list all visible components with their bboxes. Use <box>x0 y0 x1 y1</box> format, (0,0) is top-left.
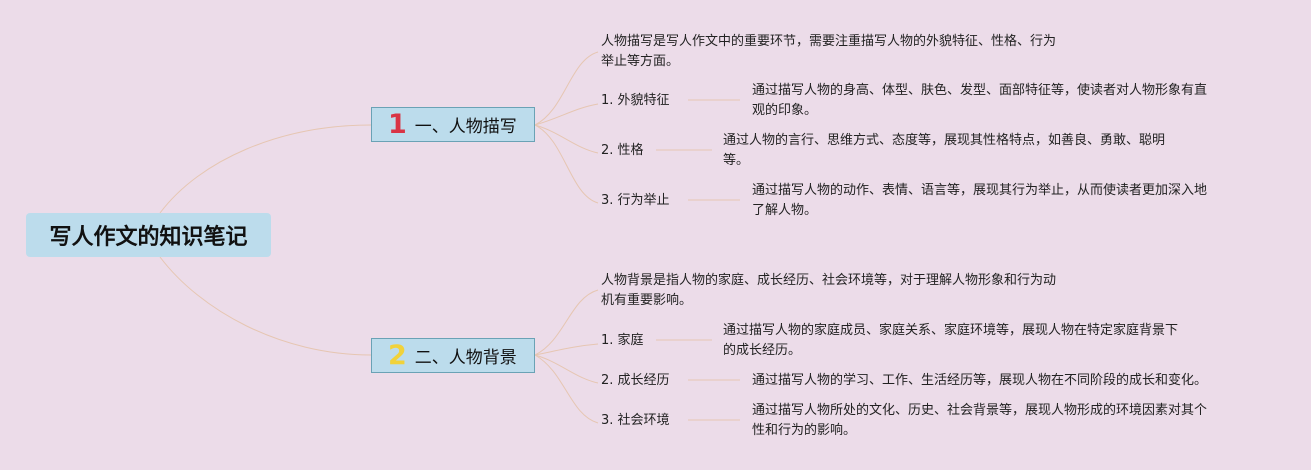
link-b2-item3 <box>534 354 599 424</box>
branch1-summary: 人物描写是写人作文中的重要环节，需要注重描写人物的外貌特征、性格、行为 举止等方… <box>601 34 1057 69</box>
branch2-item2-detail: 通过描写人物的学习、工作、生活经历等，展现人物在不同阶段的成长和变化。 <box>752 373 1208 388</box>
link-root-branch2 <box>159 256 372 356</box>
branch1-item3-label: 3. 行为举止 <box>601 193 670 208</box>
link-b1-item1 <box>534 103 599 126</box>
branch1-item1-label: 1. 外貌特征 <box>601 93 670 108</box>
branch1-item2-label: 2. 性格 <box>601 143 644 158</box>
branch-number-1: 1 <box>388 109 407 140</box>
branch2-item1-detail: 通过描写人物的家庭成员、家庭关系、家庭环境等，展现人物在特定家庭背景下 的成长经… <box>723 323 1179 358</box>
link-b1-item2 <box>534 124 599 154</box>
branch1-item1-detail: 通过描写人物的身高、体型、肤色、发型、面部特征等，使读者对人物形象有直 观的印象… <box>752 83 1208 118</box>
branch2-summary: 人物背景是指人物的家庭、成长经历、社会环境等，对于理解人物形象和行为动 机有重要… <box>601 273 1057 308</box>
branch-node-1[interactable]: 1 一、人物描写 <box>371 107 535 142</box>
branch2-item3-detail: 通过描写人物所处的文化、历史、社会背景等，展现人物形成的环境因素对其个 性和行为… <box>752 403 1208 438</box>
branch1-item3-detail: 通过描写人物的动作、表情、语言等，展现其行为举止，从而使读者更加深入地 了解人物… <box>752 183 1208 218</box>
branch2-item1-label: 1. 家庭 <box>601 333 644 348</box>
branch1-item2-detail: 通过人物的言行、思维方式、态度等，展现其性格特点，如善良、勇敢、聪明 等。 <box>723 133 1166 168</box>
branch-node-2[interactable]: 2 二、人物背景 <box>371 338 535 373</box>
branch2-item2-label: 2. 成长经历 <box>601 373 670 388</box>
link-b2-item2 <box>534 354 599 384</box>
branch2-item3-label: 3. 社会环境 <box>601 413 670 428</box>
link-b2-item1 <box>534 343 599 356</box>
link-root-branch1 <box>159 124 372 214</box>
branch-number-2: 2 <box>388 340 407 371</box>
root-node[interactable]: 写人作文的知识笔记 <box>26 213 271 257</box>
branch-title-2: 二、人物背景 <box>414 348 517 368</box>
link-b1-item3 <box>534 124 599 204</box>
link-b2-summary <box>534 289 599 356</box>
link-b1-summary <box>534 51 599 126</box>
root-title: 写人作文的知识笔记 <box>49 225 248 250</box>
branch-title-1: 一、人物描写 <box>414 117 517 137</box>
